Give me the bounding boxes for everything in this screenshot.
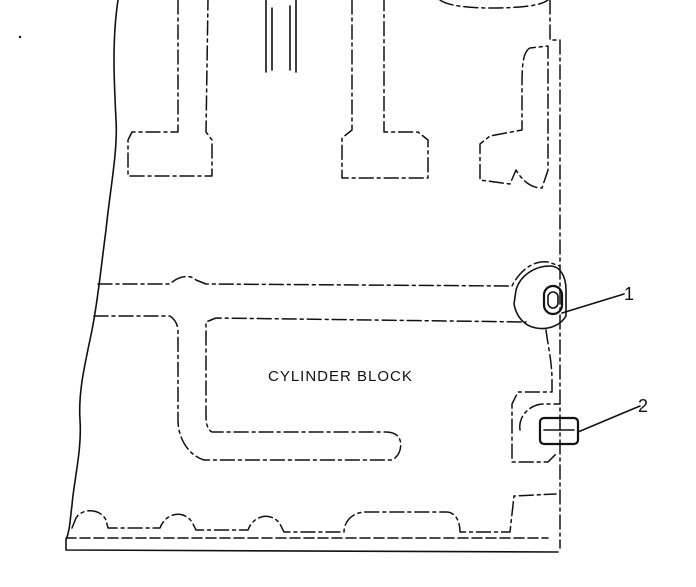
gallery-bottom <box>93 315 527 461</box>
top-right-boss <box>439 0 549 9</box>
leader-2 <box>577 405 641 433</box>
sensor-2-icon <box>538 416 580 446</box>
part-label: CYLINDER BLOCK <box>268 368 413 385</box>
sensor-1-housing <box>513 265 567 330</box>
center-slot <box>265 0 297 73</box>
callout-2-number: 2 <box>638 396 648 416</box>
callout-1-number: 1 <box>624 284 634 304</box>
sensor-1-inner <box>547 291 559 309</box>
right-upper-pocket <box>479 45 549 189</box>
right-lower-pocket <box>511 329 561 463</box>
block-right-edge <box>549 0 561 549</box>
block-outline <box>65 0 559 553</box>
sensor-1-icon <box>542 284 564 316</box>
upper-channel-left <box>127 0 213 177</box>
upper-channel-right <box>341 0 429 179</box>
bottom-rail <box>71 493 557 533</box>
leader-1 <box>561 293 625 314</box>
gallery-top <box>97 261 561 287</box>
speck <box>18 35 22 39</box>
